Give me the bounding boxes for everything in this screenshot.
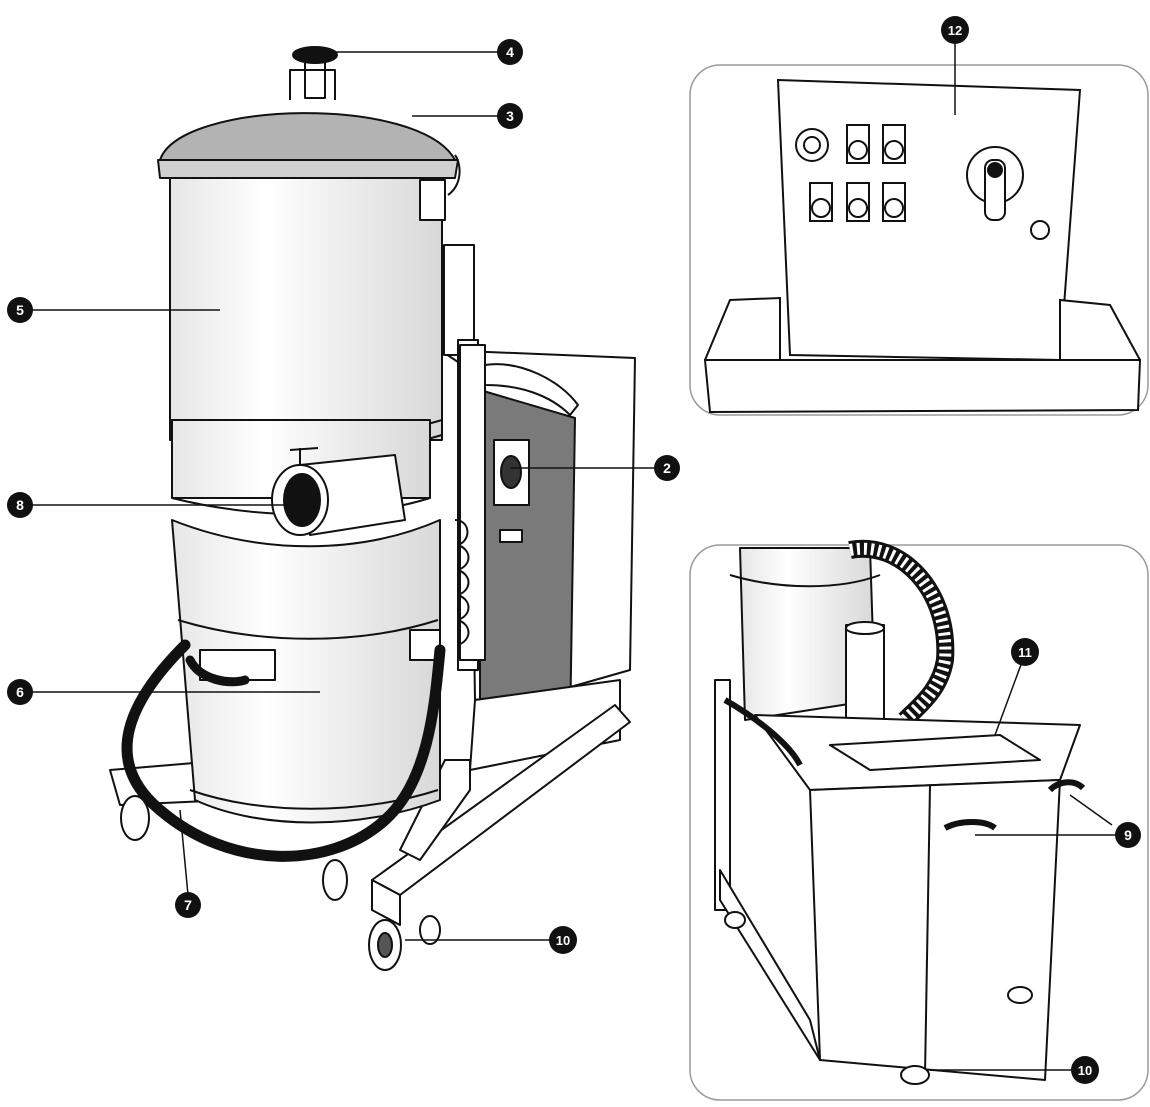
- callout-10-rear: 10: [1071, 1056, 1099, 1084]
- filter-chamber: [169, 169, 443, 516]
- callout-5: 5: [7, 297, 33, 323]
- callout-8-label: 8: [16, 497, 24, 513]
- callout-10-main: 10: [549, 926, 577, 954]
- callout-2: 2: [654, 455, 680, 481]
- push-handle: [399, 244, 579, 861]
- rear-view: [689, 539, 1149, 1101]
- callout-9-label: 9: [1124, 827, 1132, 843]
- callout-12-label: 12: [948, 23, 962, 38]
- callout-10-rear-label: 10: [1078, 1063, 1092, 1078]
- callout-11-label: 11: [1018, 645, 1032, 660]
- wheels: [120, 795, 441, 971]
- callout-9: 9: [1115, 822, 1141, 848]
- callout-2-label: 2: [663, 460, 671, 476]
- callout-5-label: 5: [16, 302, 24, 318]
- callout-7: 7: [175, 892, 201, 918]
- lid: [157, 112, 461, 221]
- main-switch: [493, 439, 530, 543]
- callout-3-label: 3: [506, 108, 514, 124]
- callout-6-label: 6: [16, 684, 24, 700]
- callout-3: 3: [497, 103, 523, 129]
- leader-lines: [28, 42, 1125, 1071]
- main-machine: [109, 46, 636, 971]
- callout-4-label: 4: [506, 44, 514, 60]
- hose: [121, 639, 446, 862]
- callout-8: 8: [7, 492, 33, 518]
- callout-7-label: 7: [184, 897, 192, 913]
- callout-4: 4: [497, 39, 523, 65]
- callout-11: 11: [1011, 638, 1039, 666]
- callout-10-main-label: 10: [556, 933, 570, 948]
- callout-6: 6: [7, 679, 33, 705]
- dust-container: [171, 519, 441, 824]
- inlet-port: [271, 447, 406, 536]
- control-panel-view: [689, 64, 1149, 416]
- callout-12: 12: [941, 16, 969, 44]
- top-knob: [289, 46, 338, 100]
